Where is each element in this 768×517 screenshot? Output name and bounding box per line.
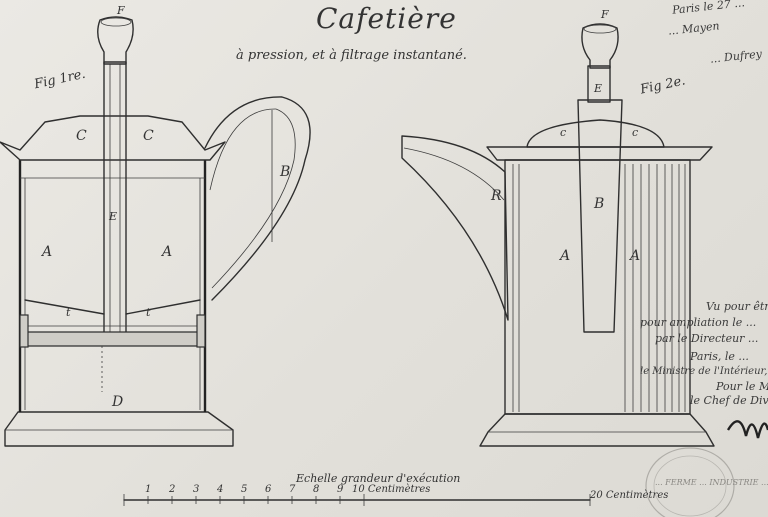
scale-num-3: 3 [193,484,200,495]
fig2-letter-a-left: A [560,248,571,264]
fig2-plunger-rod [587,65,611,103]
fig2-rim [486,146,713,161]
fig1-plunger-rod [103,61,127,343]
fig2-fluting [512,164,686,412]
fig2-base [479,413,715,447]
scale-num-2: 2 [169,484,176,495]
scale-num-6: 6 [265,484,272,495]
approval-line-1: Vu pour être ... [706,300,768,313]
fig2-letter-r: R [491,188,502,204]
fig1-filter-cone-left [24,299,105,315]
approval-line-5: le Ministre de l'Intérieur, de l'Ag... [640,366,768,377]
scale-num-4: 4 [217,484,224,495]
fig1-filter-clamp-left [19,314,29,348]
approval-line-4: Paris, le ... [690,350,749,363]
stamp-text: ... FERME ... INDUSTRIE ... [655,478,768,487]
fig2-knob-top [583,24,617,34]
scale-unit-right: 20 Centimètres [590,490,669,501]
approval-line-6: Pour le M... [716,380,768,393]
scale-num-5: 5 [241,484,248,495]
scale-unit-left: 10 Centimètres [352,484,431,495]
fig1-lid [0,115,226,161]
fig1-letter-e: E [109,210,118,223]
fig1-letter-c-left: C [76,128,87,144]
drawing-subtitle: à pression, et à filtrage instantané. [236,48,467,63]
approval-line-7: le Chef de Divisio... [690,394,768,407]
fig2-letter-e: E [594,82,603,95]
fig1-filter-clamp-right [196,314,206,348]
fig2-spout-line [403,147,505,201]
fig2-knob [581,23,619,69]
fig2-letter-c-right: c [632,126,639,139]
figure-1-section [0,16,311,447]
fig1-letter-t-left: t [66,306,71,319]
approval-line-3: par le Directeur ... [655,332,759,345]
scale-bar [123,494,591,506]
fig2-letter-a-right: A [630,248,641,264]
fig1-letter-f: F [117,4,125,17]
fig1-handle [204,96,311,301]
fig1-letter-b: B [280,164,291,180]
approval-line-2: pour ampliation le ... [640,316,757,329]
scale-num-7: 7 [289,484,296,495]
fig1-knob-top [100,17,132,27]
fig1-filter-plate [21,331,204,347]
fig2-handle [577,99,623,333]
scale-num-9: 9 [337,484,344,495]
fig1-handle-inner [209,108,296,289]
drawing-title: Cafetière [316,2,457,35]
fig1-knob [97,16,134,65]
archive-stamp [645,447,735,517]
fig1-letter-a-right: A [162,244,173,260]
fig2-lid [526,119,665,148]
fig2-spout [401,135,509,321]
fig1-letter-t-right: t [146,306,151,319]
scale-num-8: 8 [313,484,320,495]
fig2-letter-b: B [594,196,605,212]
fig2-letter-f: F [601,8,609,21]
fig1-letter-a-left: A [42,244,53,260]
fig1-letter-d: D [112,394,124,410]
fig1-letter-c-right: C [143,128,154,144]
figure-2-exterior [401,23,715,447]
fig2-letter-c-left: c [560,126,567,139]
scale-num-1: 1 [145,484,152,495]
signature-flourish [726,420,768,439]
fig1-filter-cone-right [125,299,201,315]
fig1-base [4,411,234,447]
scale-title: Echelle grandeur d'exécution [296,472,461,485]
